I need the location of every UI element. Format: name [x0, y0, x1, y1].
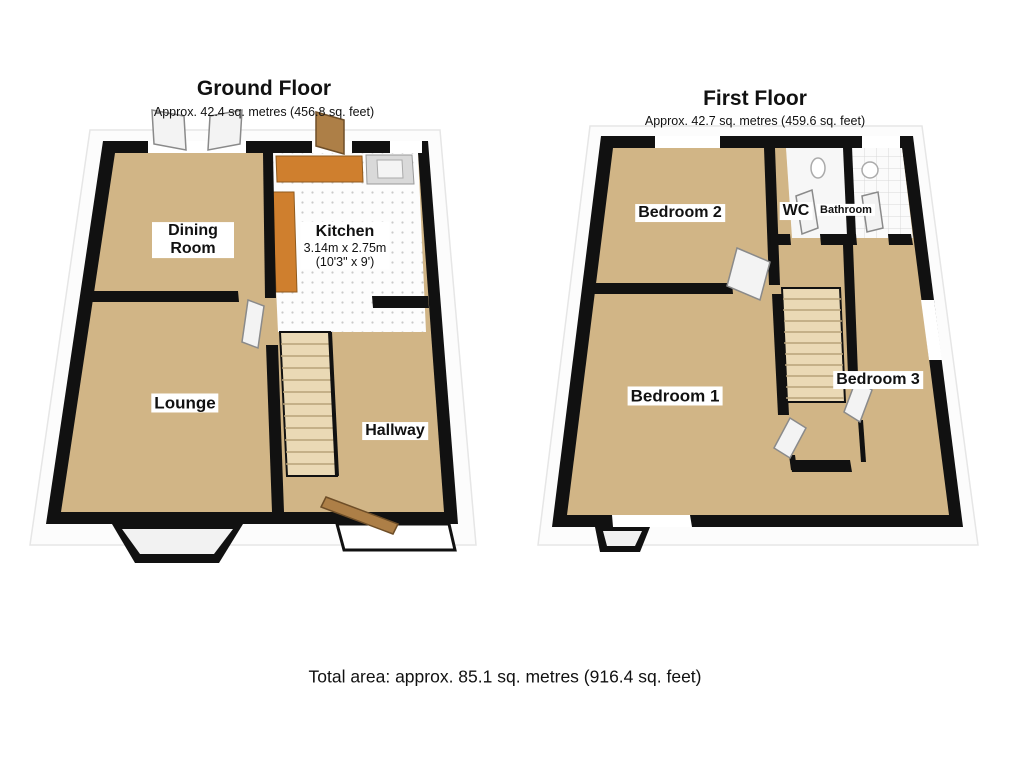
- kitchen-window-opening: [390, 141, 422, 153]
- room-label-bedroom1: Bedroom 1: [627, 386, 723, 406]
- bedroom2-bedroom1-wall: [593, 283, 733, 294]
- bedroom3-window-opening: [921, 300, 942, 360]
- kitchen-sink-basin: [376, 159, 404, 179]
- bedroom1-window-opening: [612, 515, 692, 527]
- staircase-ground: [278, 331, 339, 477]
- ground-floor-plan: [29, 109, 477, 563]
- kitchen-back-door-icon: [315, 111, 345, 155]
- wc-front-wall-a: [770, 234, 791, 245]
- center-wall-lower: [266, 345, 284, 512]
- kitchen-hallway-wall: [372, 296, 429, 308]
- front-porch-step: [335, 522, 457, 552]
- first-floor-subtitle: Approx. 42.7 sq. metres (459.6 sq. feet): [644, 114, 866, 128]
- center-wall-upper: [263, 153, 276, 298]
- ground-floor-title: Ground Floor: [196, 77, 332, 100]
- bedroom1-landing-wall: [772, 294, 789, 415]
- kitchen-dims-imperial: (10'3" x 9'): [315, 254, 375, 269]
- kitchen-name: Kitchen: [315, 222, 375, 240]
- dining-hall-door-icon: [241, 298, 265, 350]
- room-label-kitchen: Kitchen 3.14m x 2.75m (10'3" x 9'): [300, 221, 390, 271]
- wc-front-wall-b: [820, 234, 857, 245]
- room-label-bathroom: Bathroom: [817, 203, 875, 217]
- bedroom1-door-icon: [773, 416, 807, 460]
- landing-bottom-wall: [790, 460, 852, 472]
- ground-floor-subtitle: Approx. 42.4 sq. metres (456.8 sq. feet): [153, 105, 375, 119]
- patio-door-left-icon: [151, 109, 187, 151]
- first-floor-title: First Floor: [703, 87, 807, 110]
- kitchen-counter-top: [275, 155, 364, 183]
- first-floor-plan: [537, 125, 979, 552]
- room-label-bedroom2: Bedroom 2: [635, 204, 725, 222]
- bathroom-sink-icon: [861, 161, 879, 179]
- bedroom2-landing-wall: [764, 148, 780, 285]
- landing-bedroom3-wall: [843, 245, 858, 375]
- bath-front-wall: [888, 234, 913, 245]
- bathroom-window-opening: [862, 136, 900, 148]
- patio-door-right-icon: [207, 109, 243, 151]
- room-label-dining: Dining Room: [152, 222, 234, 258]
- room-label-lounge: Lounge: [151, 393, 219, 413]
- dining-lounge-wall: [90, 291, 239, 302]
- kitchen-counter-left: [271, 191, 298, 293]
- kitchen-dims-metric: 3.14m x 2.75m: [303, 240, 387, 255]
- front-door-icon: [319, 496, 400, 535]
- room-label-hallway: Hallway: [362, 422, 428, 440]
- total-area-text: Total area: approx. 85.1 sq. metres (916…: [308, 666, 702, 687]
- landing-bedroom3-stub: [858, 420, 866, 462]
- bedroom2-window-opening: [655, 136, 720, 148]
- first-floor-step: [603, 531, 642, 546]
- room-label-wc: WC: [779, 202, 813, 220]
- room-label-bedroom3: Bedroom 3: [833, 371, 923, 389]
- bay-window-glass: [122, 529, 233, 554]
- staircase-first: [780, 287, 847, 403]
- wc-toilet-icon: [810, 157, 826, 179]
- bedroom2-door-icon: [726, 246, 771, 302]
